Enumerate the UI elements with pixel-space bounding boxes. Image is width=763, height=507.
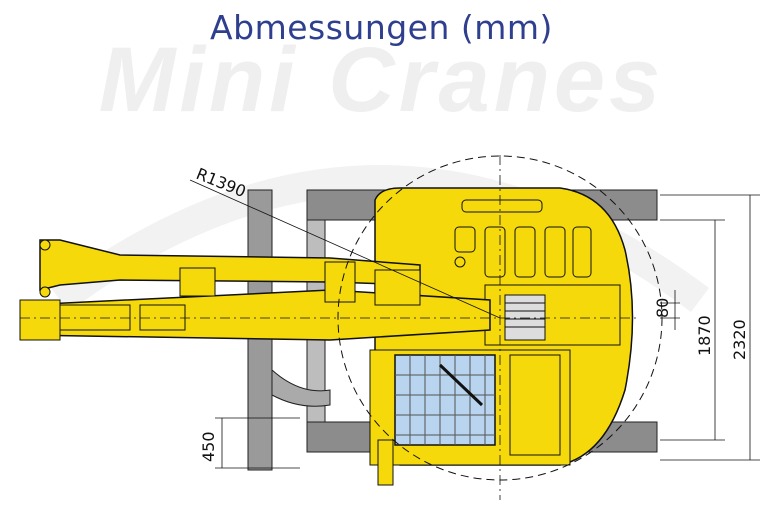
window-slot-3: [514, 226, 536, 278]
dim-label-2320: 2320: [730, 319, 749, 360]
page-title: Abmessungen (mm): [210, 8, 553, 47]
winch-drum: [504, 294, 546, 341]
boom-mount: [374, 269, 421, 306]
window-slot-4: [544, 226, 566, 278]
dimension-lines-right: [660, 194, 760, 461]
radius-leader: [189, 179, 501, 319]
wiper: [438, 363, 484, 407]
center-lines: [20, 155, 640, 500]
jib-arm: [39, 239, 421, 291]
cab-side-panel: [509, 354, 561, 456]
jib-pin: [39, 239, 51, 251]
bolt-marker: [454, 256, 466, 268]
boom: [19, 239, 491, 341]
window-slot-1: [454, 226, 476, 253]
hook-block: [59, 304, 131, 331]
jib-joint: [179, 267, 216, 297]
dimension-lines-left: [215, 417, 300, 469]
operator-cab: [369, 349, 571, 486]
boom-pivot: [324, 261, 356, 303]
dim-label-450: 450: [199, 431, 218, 462]
window-slot-2: [484, 226, 506, 278]
jib-pin-2: [39, 286, 51, 298]
dim-label-1870: 1870: [695, 315, 714, 356]
cab-step: [377, 439, 394, 486]
dim-label-80: 80: [653, 298, 672, 318]
brand-watermark: Mini Cranes: [98, 29, 665, 131]
window-slot-5: [572, 226, 592, 278]
boom-tip: [19, 299, 61, 341]
boom-section: [139, 304, 186, 331]
outrigger-brace: [271, 368, 331, 407]
top-vent: [461, 199, 543, 213]
